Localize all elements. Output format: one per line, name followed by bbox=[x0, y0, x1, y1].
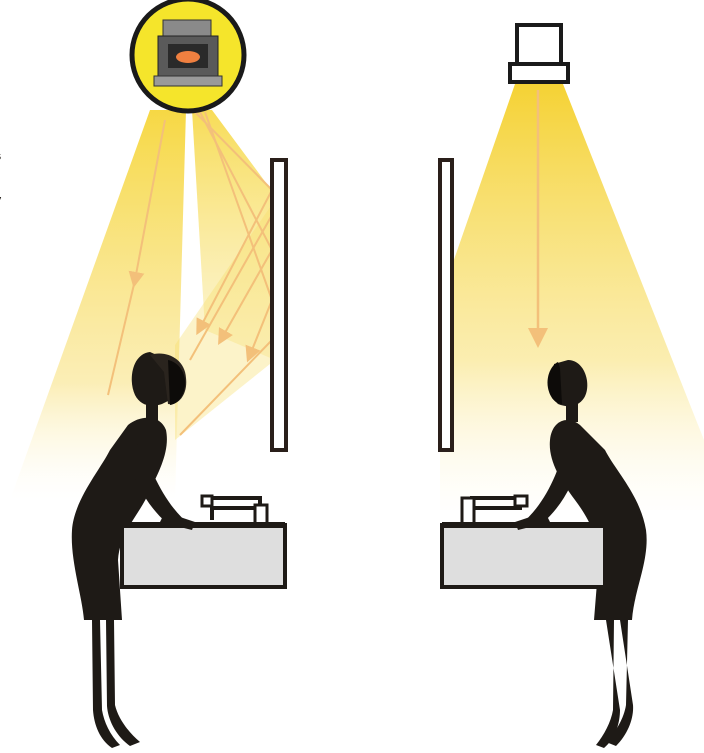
recessed-downlight-icon bbox=[132, 0, 244, 111]
box-downlight-icon bbox=[510, 25, 568, 82]
left-mirror bbox=[272, 160, 286, 450]
right-panel bbox=[440, 25, 704, 748]
right-mirror bbox=[440, 160, 452, 450]
left-panel bbox=[10, 0, 286, 748]
left-sink bbox=[122, 496, 285, 587]
